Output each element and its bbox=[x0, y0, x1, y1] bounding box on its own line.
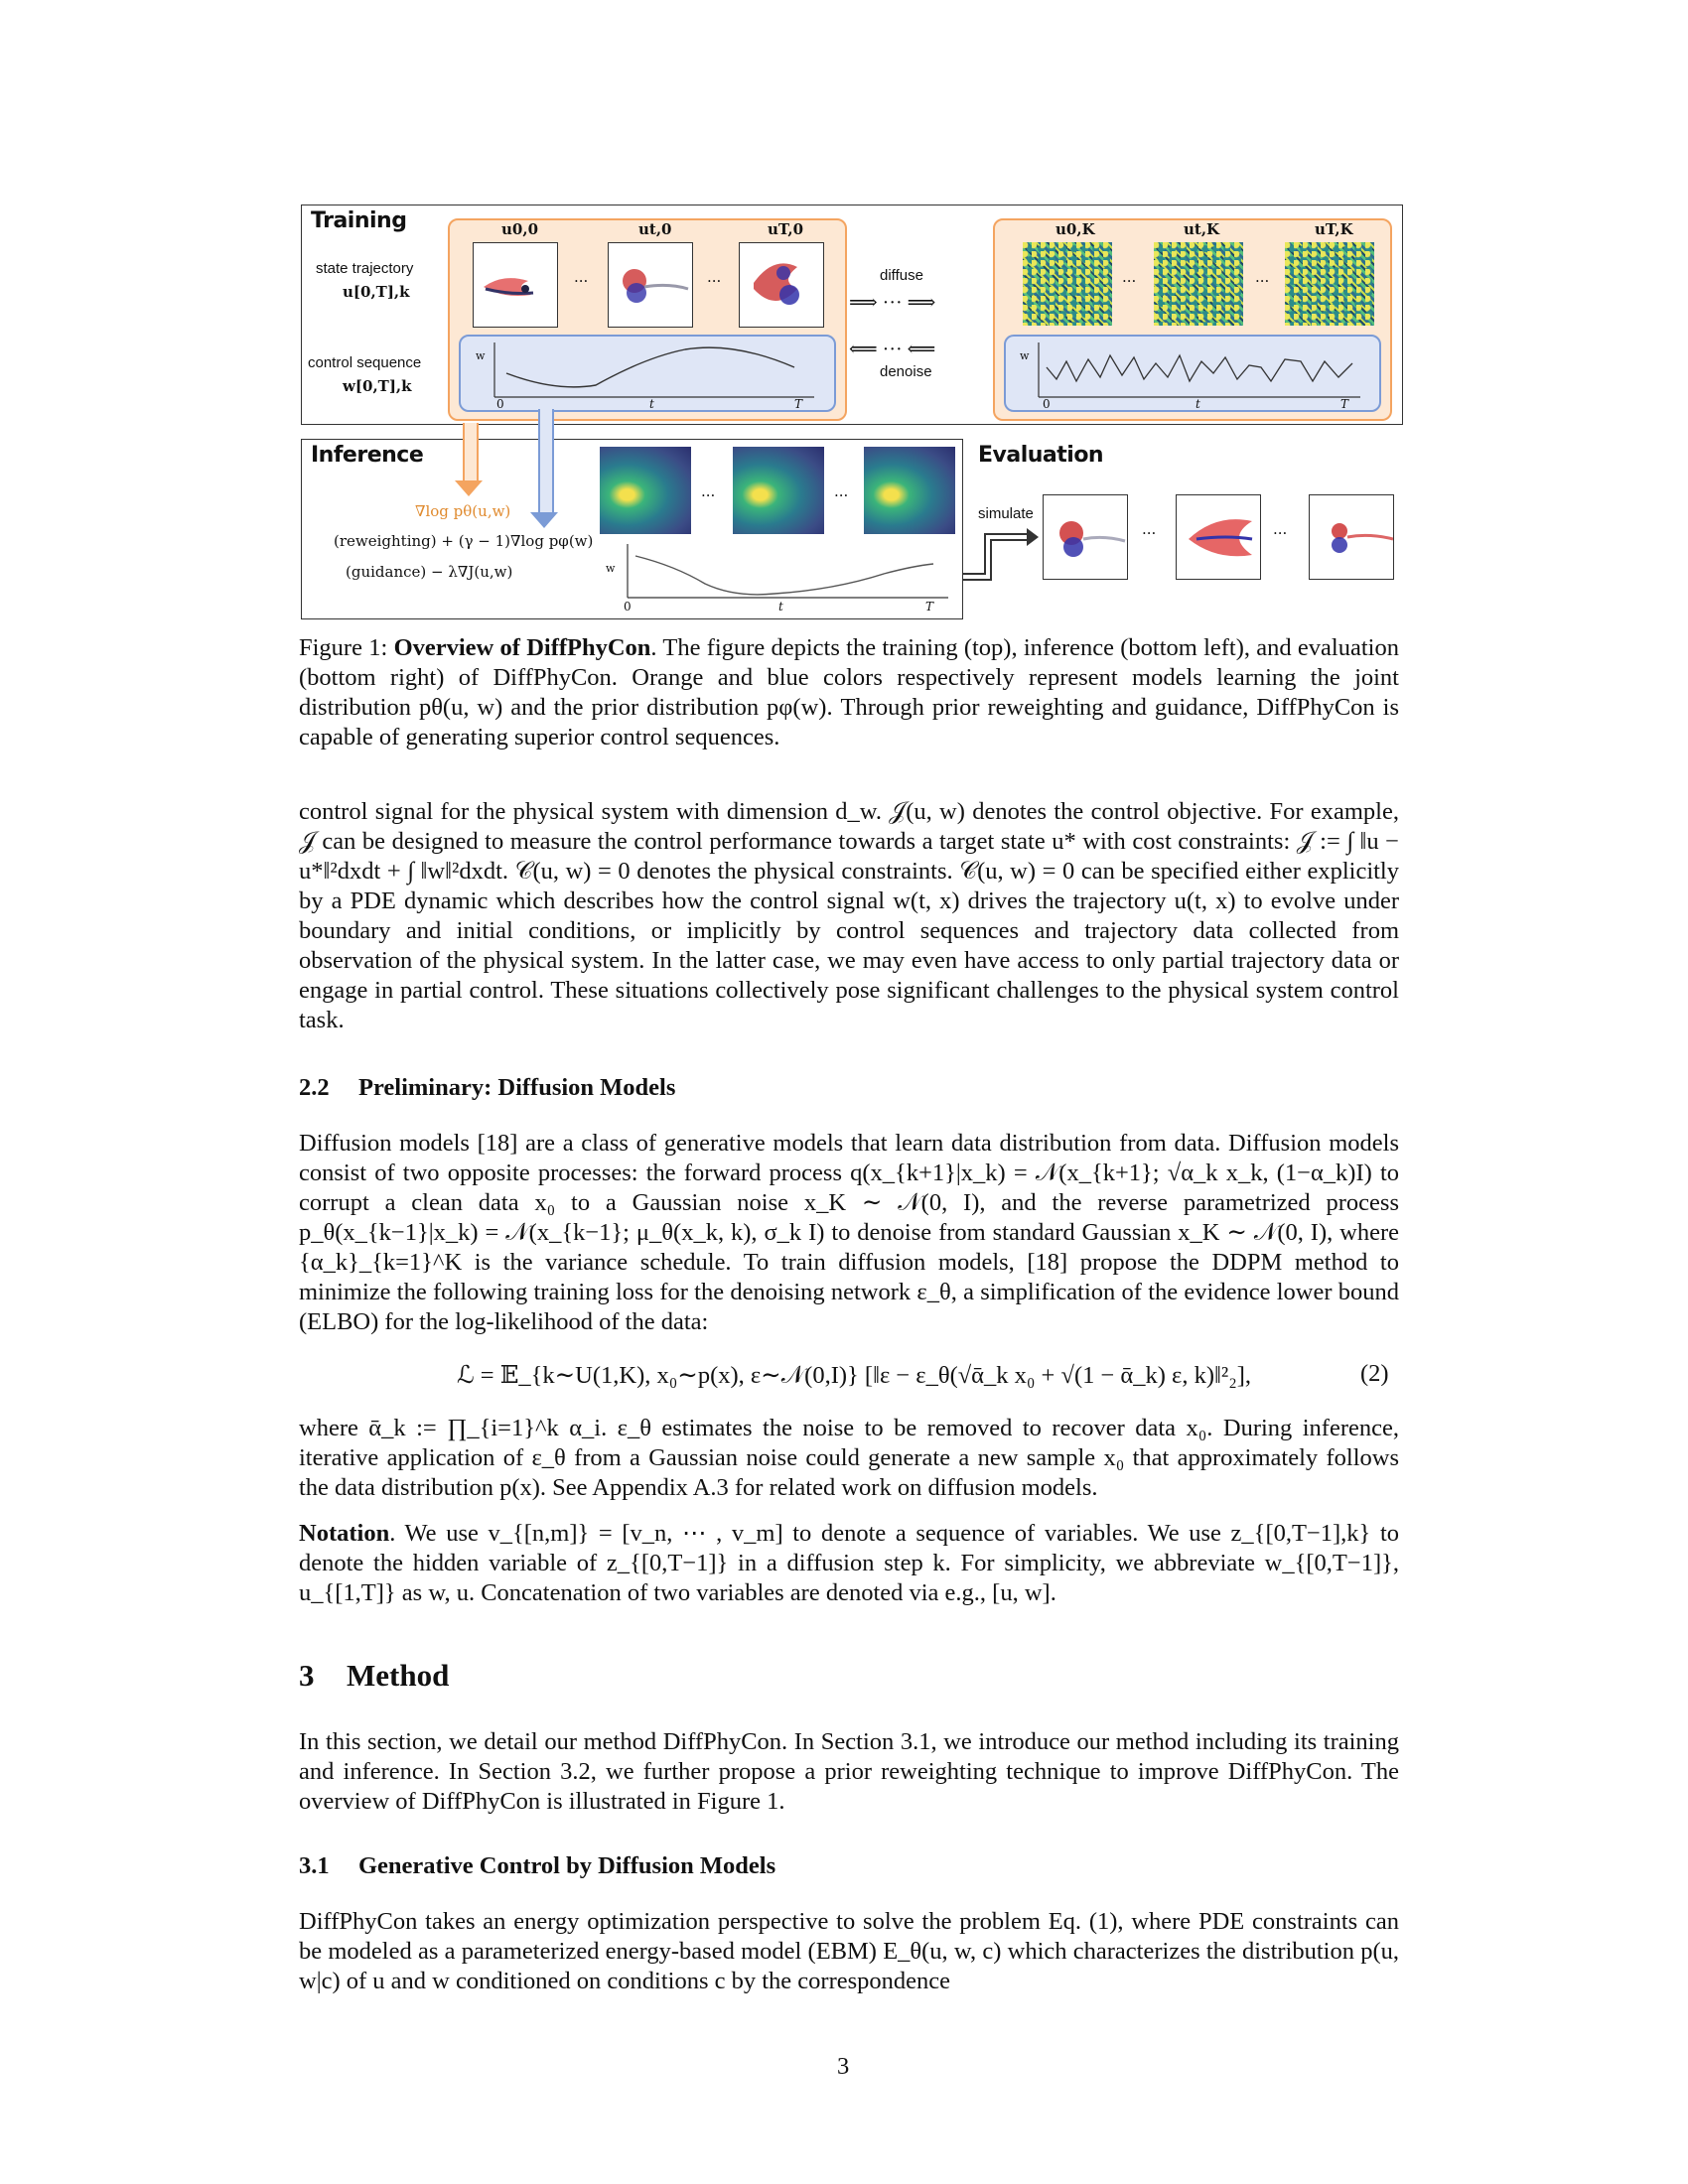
paragraph-inference: where ᾱ_k := ∏_{i=1}^k α_i. ε_θ estimate… bbox=[299, 1415, 1399, 1501]
figure-caption: Figure 1: Overview of DiffPhyCon. The fi… bbox=[299, 633, 1399, 752]
notation-text: . We use v_{[n,m]} = [v_n, ⋯ , v_m] to d… bbox=[299, 1520, 1399, 1606]
ellipsis: ... bbox=[574, 268, 589, 286]
smoke-frame-3 bbox=[739, 242, 824, 328]
section-3-1-heading: 3.1 Generative Control by Diffusion Model… bbox=[299, 1852, 775, 1880]
smoke-image-3 bbox=[754, 263, 799, 305]
orange-arrow-head bbox=[455, 480, 483, 496]
ellipsis: ... bbox=[701, 482, 716, 500]
paragraph-control-objective: control signal for the physical system w… bbox=[299, 798, 1399, 1033]
frame-label-uTK: uT,K bbox=[1315, 220, 1353, 238]
caption-text: . The figure depicts the training (top),… bbox=[299, 634, 1399, 751]
ellipsis: ... bbox=[1255, 268, 1270, 286]
eval-image-1 bbox=[1059, 521, 1126, 557]
blue-arrow bbox=[538, 409, 554, 512]
field-frame-1 bbox=[600, 447, 691, 534]
paragraph-notation: Notation. We use v_{[n,m]} = [v_n, ⋯ , v… bbox=[299, 1519, 1399, 1608]
paragraph-method-intro: In this section, we detail our method Di… bbox=[299, 1728, 1399, 1815]
orange-arrow bbox=[463, 423, 479, 480]
axis-zero-label: 0 bbox=[1043, 397, 1051, 411]
axis-t-label: t bbox=[649, 397, 654, 411]
training-title: Training bbox=[311, 208, 407, 233]
frame-label-uT0: uT,0 bbox=[768, 220, 804, 238]
blue-arrow-head bbox=[530, 512, 558, 528]
frame-label-u00: u0,0 bbox=[501, 220, 539, 238]
control-sequence-label: control sequence bbox=[308, 354, 422, 371]
smoke-frame-1 bbox=[473, 242, 558, 328]
noise-frame-2 bbox=[1154, 242, 1243, 326]
section-number: 3.1 bbox=[299, 1852, 330, 1879]
noise-frame-3 bbox=[1285, 242, 1374, 326]
axis-w-label: w bbox=[606, 562, 616, 575]
section-title: Preliminary: Diffusion Models bbox=[358, 1074, 676, 1101]
smoke-image-1 bbox=[484, 278, 534, 296]
smoke-frame-2 bbox=[608, 242, 693, 328]
axis-T-label: T bbox=[1340, 397, 1349, 411]
ellipsis: ... bbox=[1273, 520, 1288, 538]
diffuse-label: diffuse bbox=[880, 267, 923, 284]
control-plot-noisy bbox=[1038, 342, 1360, 398]
ellipsis: ... bbox=[1142, 520, 1157, 538]
denoise-label: denoise bbox=[880, 363, 932, 380]
denoise-arrow: ⟸ ··· ⟸ bbox=[849, 339, 936, 360]
frame-label-utK: ut,K bbox=[1184, 220, 1220, 238]
equation-2-number: (2) bbox=[1360, 1360, 1389, 1387]
section-number: 3 bbox=[299, 1658, 315, 1693]
caption-bold: Overview of DiffPhyCon bbox=[393, 634, 651, 661]
control-plot-clean bbox=[493, 342, 814, 398]
field-frame-2 bbox=[733, 447, 824, 534]
axis-t-label: t bbox=[778, 600, 783, 614]
paragraph-generative-control: DiffPhyCon takes an energy optimization … bbox=[299, 1908, 1399, 1994]
frame-label-ut0: ut,0 bbox=[638, 220, 672, 238]
simulate-label: simulate bbox=[978, 505, 1034, 522]
state-trajectory-symbol: u[0,T],k bbox=[343, 283, 410, 301]
control-sequence-symbol: w[0,T],k bbox=[343, 377, 412, 395]
axis-T-label: T bbox=[925, 600, 934, 614]
axis-zero-label: 0 bbox=[496, 397, 504, 411]
field-frame-3 bbox=[864, 447, 955, 534]
frame-label-u0K: u0,K bbox=[1055, 220, 1095, 238]
ellipsis: ... bbox=[707, 268, 722, 286]
control-plot-inference bbox=[627, 544, 948, 599]
axis-T-label: T bbox=[794, 397, 803, 411]
section-title: Generative Control by Diffusion Models bbox=[358, 1852, 776, 1879]
smoke-image-2 bbox=[623, 269, 689, 303]
control-box-noisy bbox=[1004, 335, 1381, 412]
noise-frame-1 bbox=[1023, 242, 1112, 326]
ellipsis: ... bbox=[1122, 268, 1137, 286]
eval-image-2 bbox=[1189, 519, 1253, 557]
axis-t-label: t bbox=[1196, 397, 1200, 411]
grad-log-joint: ∇log pθ(u,w) bbox=[415, 502, 511, 520]
section-2-2-heading: 2.2 Preliminary: Diffusion Models bbox=[299, 1074, 675, 1102]
evaluation-title: Evaluation bbox=[978, 443, 1104, 468]
paragraph-diffusion-models: Diffusion models [18] are a class of gen… bbox=[299, 1130, 1399, 1335]
state-trajectory-label: state trajectory bbox=[316, 260, 414, 277]
diffuse-arrow: ⟹ ··· ⟹ bbox=[849, 292, 936, 314]
eval-image-3 bbox=[1332, 523, 1394, 553]
axis-w-label: w bbox=[1020, 349, 1030, 362]
ellipsis: ... bbox=[834, 482, 849, 500]
page-number: 3 bbox=[837, 2053, 850, 2080]
axis-zero-label: 0 bbox=[624, 600, 632, 614]
caption-prefix: Figure 1: bbox=[299, 634, 394, 661]
control-box-clean bbox=[459, 335, 836, 412]
simulate-arrow bbox=[963, 528, 1039, 581]
guidance-term: (guidance) − λ∇J(u,w) bbox=[346, 563, 513, 581]
eval-frame-3 bbox=[1309, 494, 1394, 580]
eval-frame-2 bbox=[1176, 494, 1261, 580]
inference-title: Inference bbox=[311, 443, 424, 468]
eval-frame-1 bbox=[1043, 494, 1128, 580]
axis-w-label: w bbox=[476, 349, 486, 362]
reweighting-term: (reweighting) + (γ − 1)∇log pφ(w) bbox=[334, 532, 594, 550]
section-number: 2.2 bbox=[299, 1074, 330, 1101]
section-title: Method bbox=[347, 1658, 450, 1693]
notation-label: Notation bbox=[299, 1520, 390, 1547]
section-3-heading: 3 Method bbox=[299, 1658, 449, 1694]
equation-2: ℒ = 𝔼_{k∼U(1,K), x₀∼p(x), ε∼𝒩(0,I)} [‖ε … bbox=[457, 1362, 1252, 1389]
